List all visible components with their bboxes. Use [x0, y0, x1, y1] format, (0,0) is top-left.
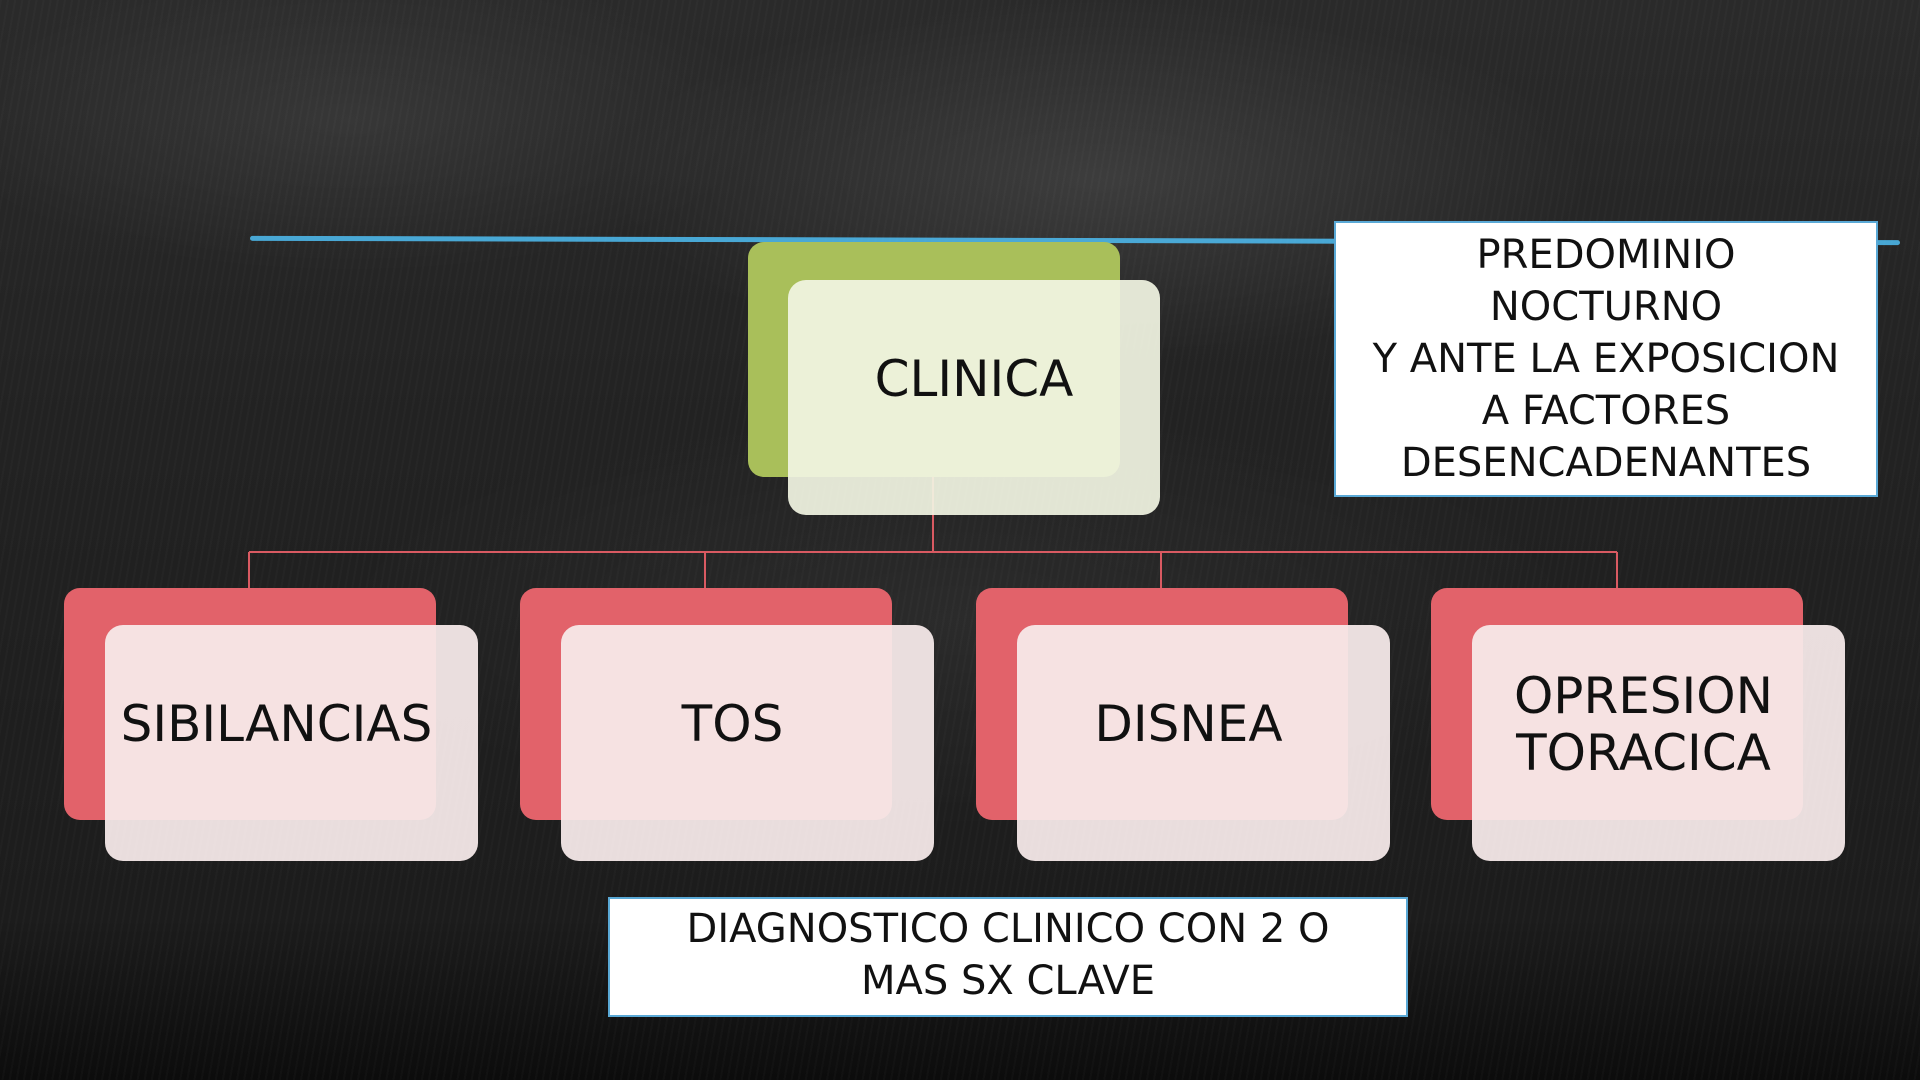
note-top-right-line-2: NOCTURNO [1489, 284, 1723, 330]
note-bottom-line-1: DIAGNOSTICO CLINICO CON 2 O [686, 906, 1330, 952]
child-node-opresion-line-1: OPRESION [1513, 666, 1774, 725]
child-node-sibilancias-label: SIBILANCIAS [120, 695, 433, 754]
note-top-right-line-1: PREDOMINIO [1476, 232, 1736, 278]
note-top-right: PREDOMINIO NOCTURNO Y ANTE LA EXPOSICION… [1334, 221, 1878, 497]
child-node-opresion-line-2: TORACICA [1516, 724, 1771, 782]
child-node-sibilancias-front: SIBILANCIAS [105, 625, 478, 861]
child-node-tos-front: TOS [561, 625, 934, 861]
child-node-disnea-label: DISNEA [1094, 695, 1283, 754]
root-node-front: CLINICA [788, 280, 1160, 515]
note-top-right-line-4: A FACTORES [1481, 388, 1731, 434]
note-bottom-line-2: MAS SX CLAVE [860, 958, 1156, 1004]
child-node-tos-label: TOS [681, 695, 784, 754]
note-bottom: DIAGNOSTICO CLINICO CON 2 O MAS SX CLAVE [608, 897, 1408, 1017]
child-node-opresion-toracica-front: OPRESION TORACICA [1472, 625, 1845, 861]
root-node-label: CLINICA [874, 349, 1074, 408]
note-top-right-line-5: DESENCADENANTES [1400, 440, 1812, 486]
child-node-disnea-front: DISNEA [1017, 625, 1390, 861]
child-node-opresion-toracica-label: OPRESION TORACICA [1513, 666, 1774, 783]
note-top-right-line-3: Y ANTE LA EXPOSICION [1372, 336, 1840, 382]
